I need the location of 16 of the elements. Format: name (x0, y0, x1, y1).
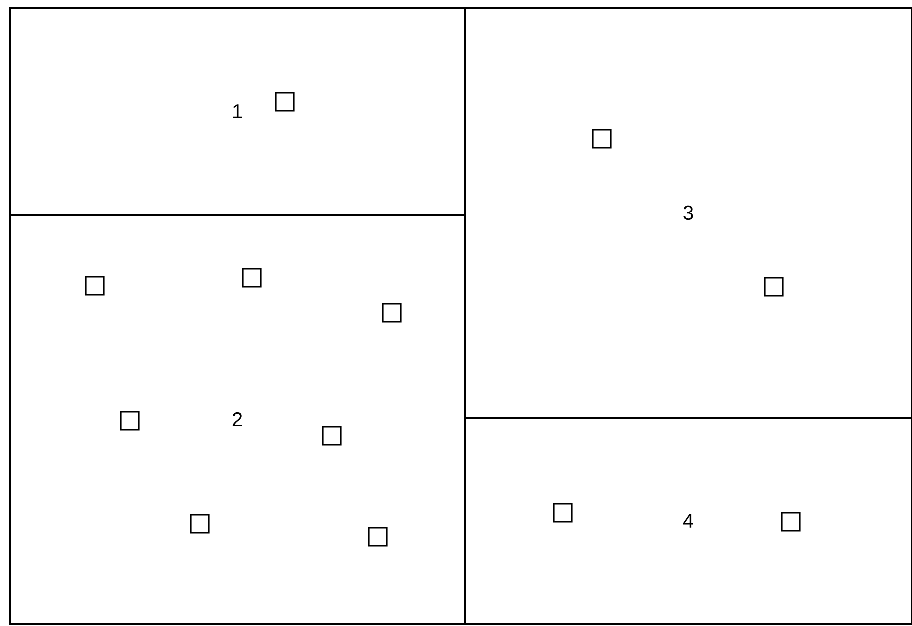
small-square (781, 512, 801, 532)
small-square (322, 426, 342, 446)
small-square (242, 268, 262, 288)
small-square (120, 411, 140, 431)
region-box: 2 (9, 214, 466, 625)
region-box: 4 (464, 417, 912, 625)
small-square (368, 527, 388, 547)
small-square (85, 276, 105, 296)
small-square (553, 503, 573, 523)
small-square (190, 514, 210, 534)
small-square (382, 303, 402, 323)
region-box: 3 (464, 7, 912, 419)
small-square (592, 129, 612, 149)
small-square (764, 277, 784, 297)
region-box: 1 (9, 7, 466, 216)
small-square (275, 92, 295, 112)
